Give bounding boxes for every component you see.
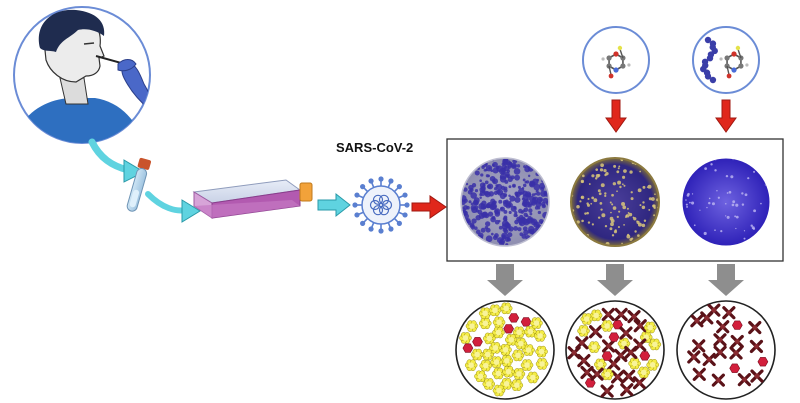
cell-population-compound-b [677,301,775,399]
molecule-with-protein-chain-icon [693,27,759,93]
arrow-to-tube [92,142,128,170]
arrow-compound-a [606,100,626,132]
arrow-gray-3 [708,264,744,296]
arrow-to-plate [412,196,446,218]
cell-population-untreated [456,301,554,399]
cell-population-compound-a [566,301,664,399]
arrow-gray-2 [597,264,633,296]
petri-dish-icon [682,158,770,246]
arrow-compound-b [716,100,736,132]
cell-culture-flask-icon [194,180,312,218]
molecule-icon [583,27,649,93]
arrow-to-flask [148,194,186,210]
petri-dish-icon [571,158,660,246]
arrow-to-virus [318,194,350,216]
coronavirus-icon [352,176,409,233]
arrow-gray-1 [487,264,523,296]
patient-swab-icon [8,7,151,160]
